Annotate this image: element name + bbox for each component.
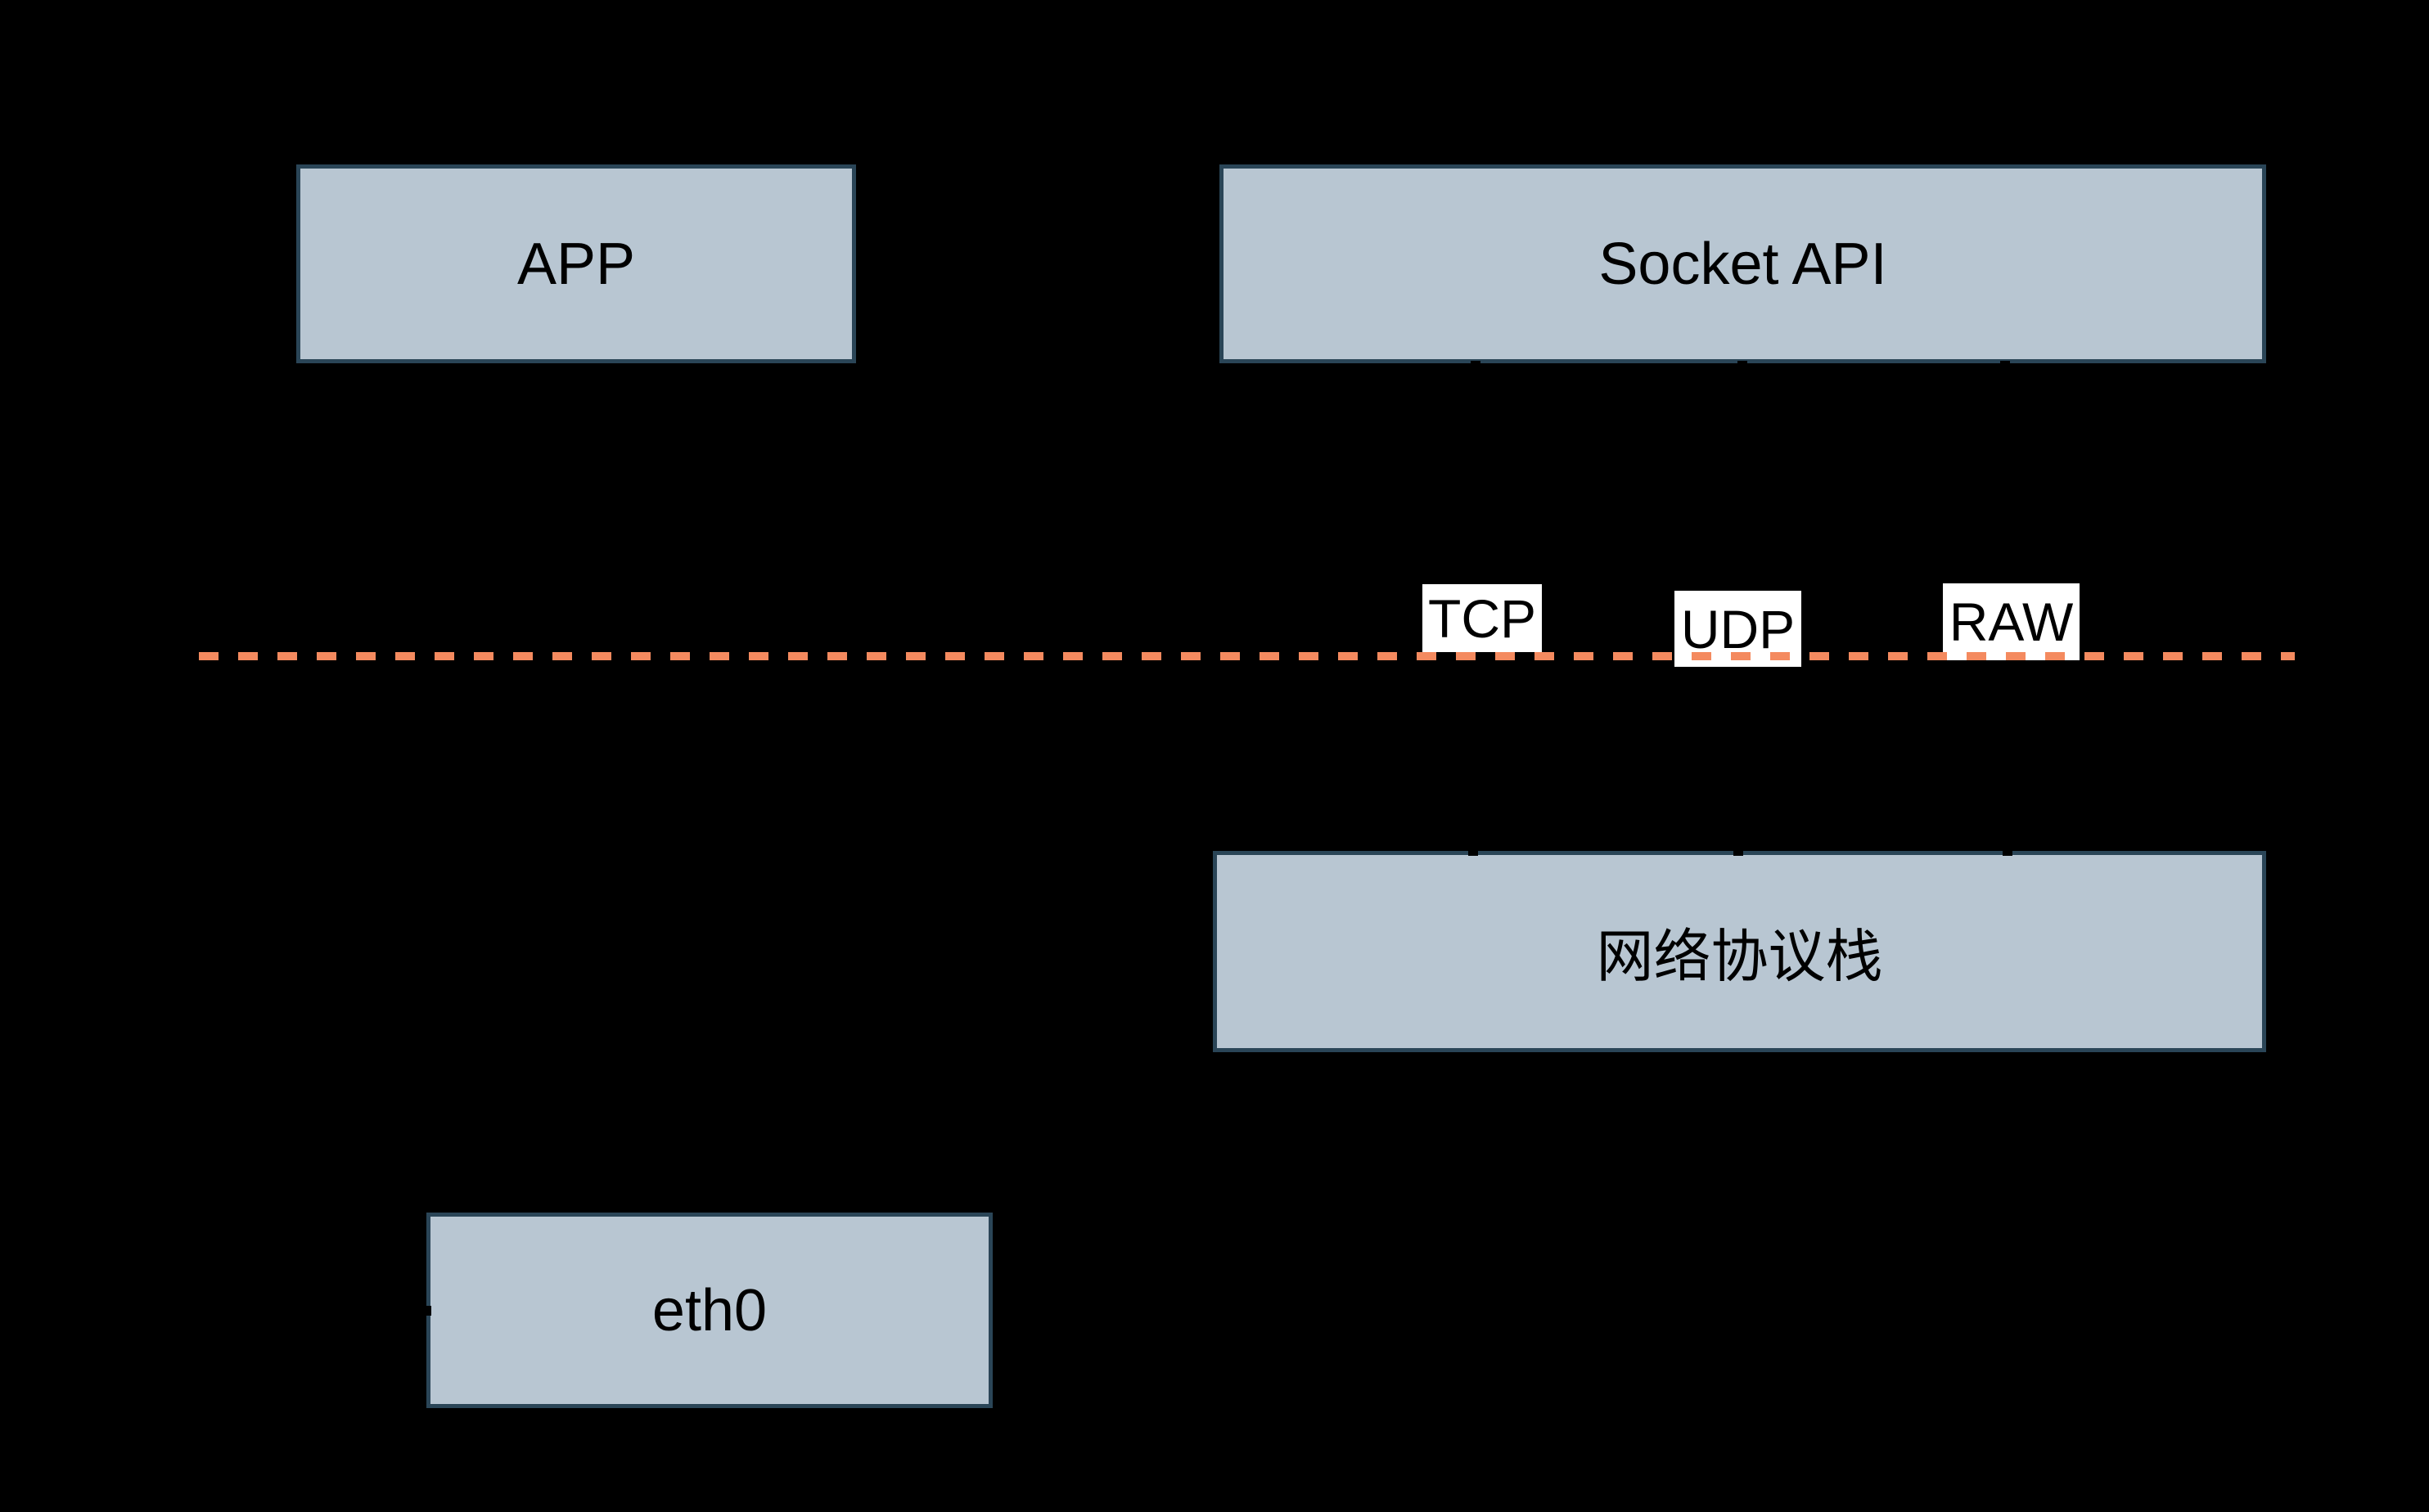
connector-tip-artifact (2003, 851, 2012, 856)
connector-tip-artifact (426, 1306, 431, 1316)
network-protocol-stack-box: 网络协议栈 (1213, 851, 2266, 1052)
connector-tip-artifact (1737, 361, 1747, 366)
socket-api-box: Socket API (1219, 164, 2266, 363)
connector-tip-artifact (1471, 361, 1480, 366)
raw-label: RAW (1943, 583, 2080, 660)
app-box: APP (296, 164, 856, 363)
tcp-label: TCP (1422, 584, 1542, 652)
eth0-box: eth0 (426, 1213, 993, 1408)
connector-tip-artifact (1468, 851, 1478, 856)
connector-tip-artifact (1733, 851, 1743, 856)
connector-tip-artifact (2000, 361, 2010, 366)
network-protocol-stack-box-label: 网络协议栈 (1596, 924, 1883, 988)
app-box-label: APP (516, 231, 636, 297)
eth0-box-label: eth0 (651, 1277, 768, 1343)
socket-api-box-label: Socket API (1598, 231, 1887, 297)
user-kernel-boundary-dashed-line (199, 652, 2295, 660)
